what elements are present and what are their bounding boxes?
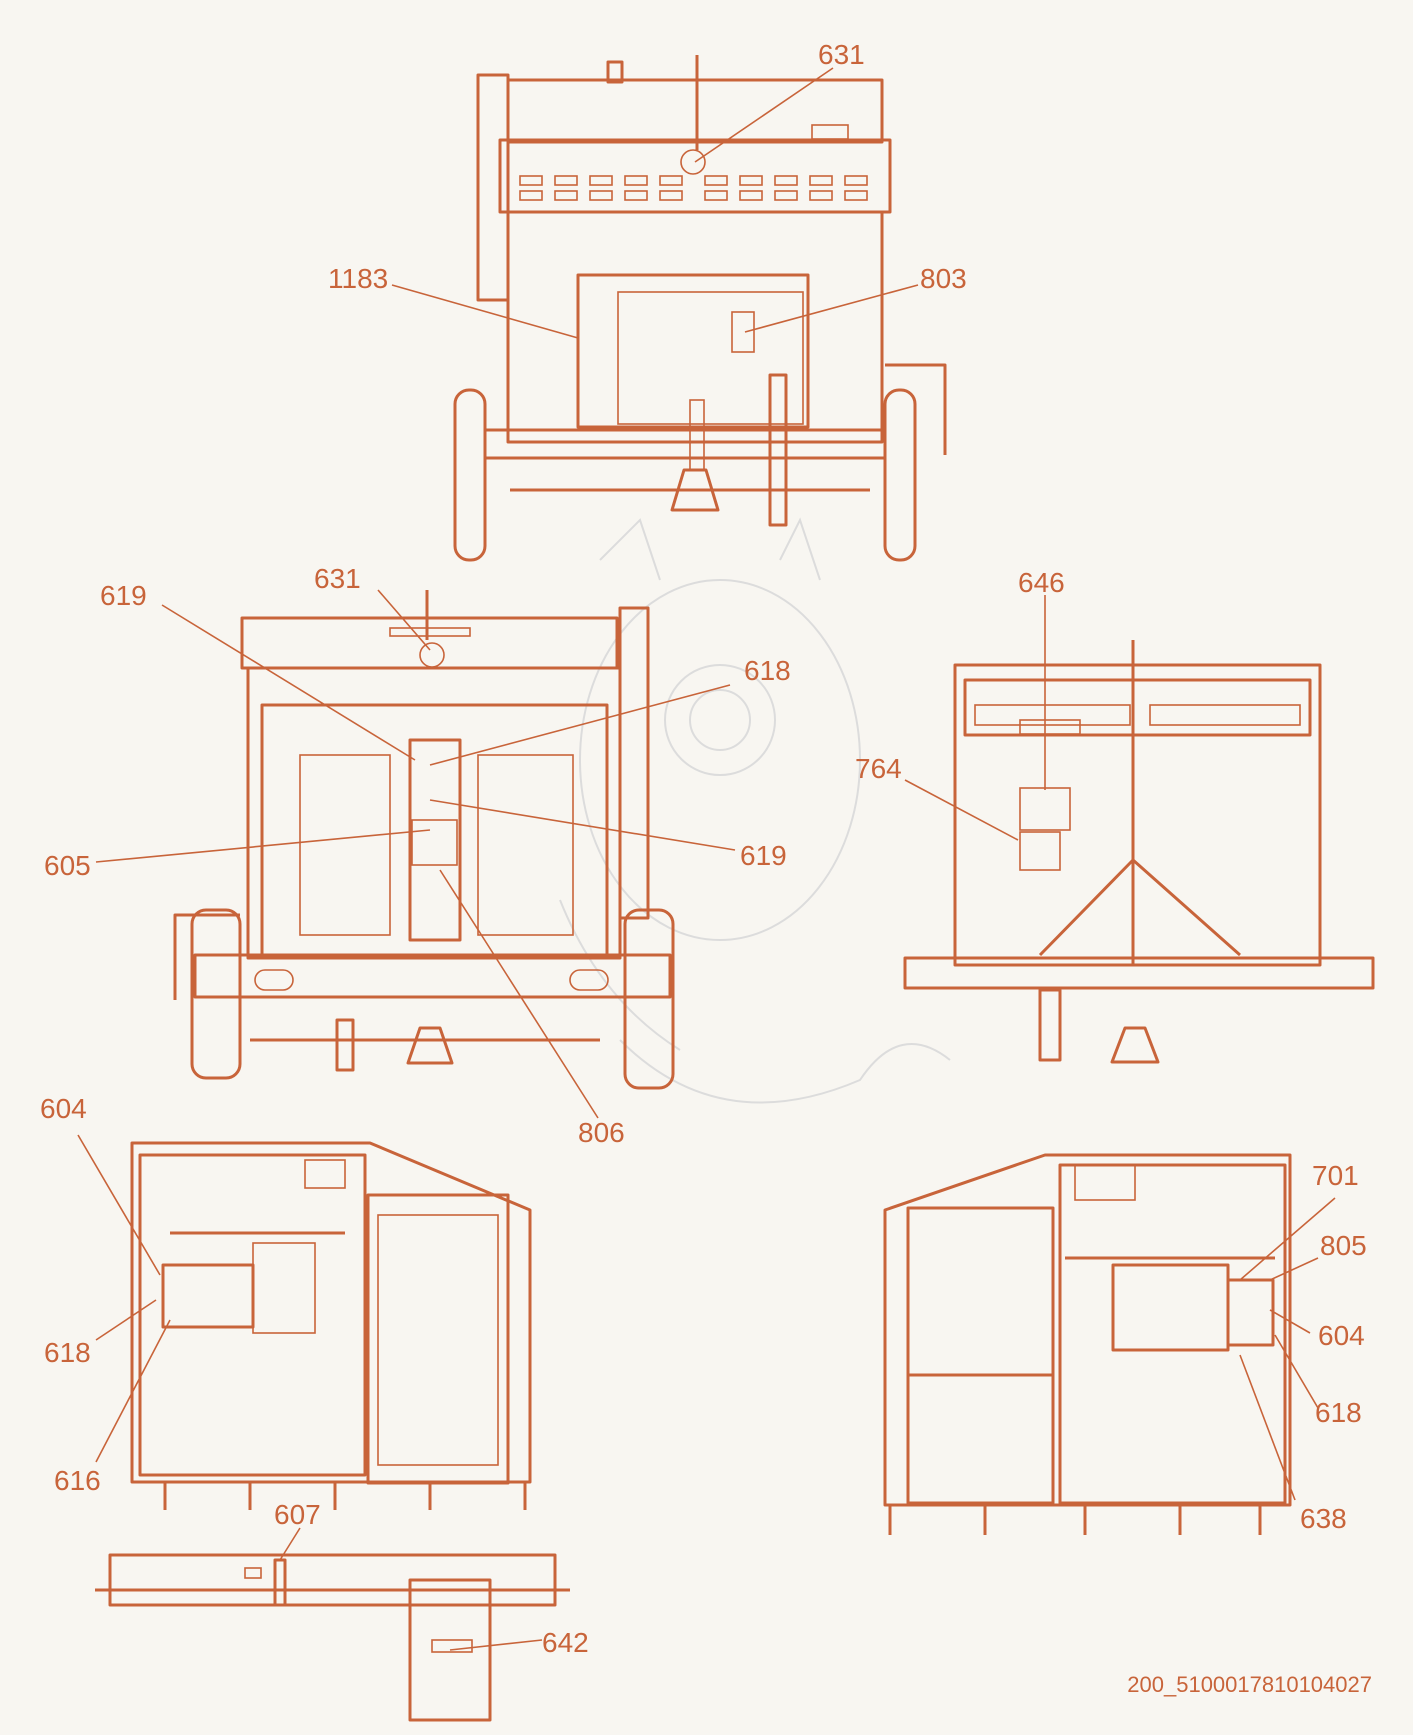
callout-side-805: 805 bbox=[1320, 1230, 1367, 1261]
top-view bbox=[95, 1553, 570, 1722]
callout-labels: 631 1183 803 631 619 618 605 619 806 646… bbox=[40, 39, 1367, 1658]
callout-rear-1183: 1183 bbox=[328, 263, 388, 294]
callout-rear-803: 803 bbox=[920, 263, 967, 294]
callout-left-616: 616 bbox=[54, 1465, 101, 1496]
callout-left-618: 618 bbox=[44, 1337, 91, 1368]
callout-top-642: 642 bbox=[542, 1627, 589, 1658]
right-side-view bbox=[883, 1153, 1292, 1535]
callout-side-701: 701 bbox=[1312, 1160, 1359, 1191]
callout-front-806: 806 bbox=[578, 1117, 625, 1148]
left-side-view bbox=[130, 1141, 532, 1510]
callout-top-607: 607 bbox=[274, 1499, 321, 1530]
callout-side-618: 618 bbox=[1315, 1397, 1362, 1428]
callout-right-764: 764 bbox=[855, 753, 902, 784]
callout-front-631: 631 bbox=[314, 563, 361, 594]
callout-rear-631: 631 bbox=[818, 39, 865, 70]
front-right-view bbox=[903, 640, 1375, 1064]
dragon-watermark-icon bbox=[559, 517, 951, 1104]
callout-front-605: 605 bbox=[44, 850, 91, 881]
drawing-code: 200_5100017810104027 bbox=[1127, 1672, 1372, 1697]
callout-front-619-top: 619 bbox=[100, 580, 147, 611]
callout-side-604: 604 bbox=[1318, 1320, 1365, 1351]
callout-front-618: 618 bbox=[744, 655, 791, 686]
rear-view bbox=[453, 55, 947, 562]
callout-front-619-bottom: 619 bbox=[740, 840, 787, 871]
callout-left-604: 604 bbox=[40, 1093, 87, 1124]
leader-lines bbox=[77, 67, 1336, 1651]
front-open-view bbox=[173, 590, 675, 1090]
callout-right-646: 646 bbox=[1018, 567, 1065, 598]
callout-side-638: 638 bbox=[1300, 1503, 1347, 1534]
